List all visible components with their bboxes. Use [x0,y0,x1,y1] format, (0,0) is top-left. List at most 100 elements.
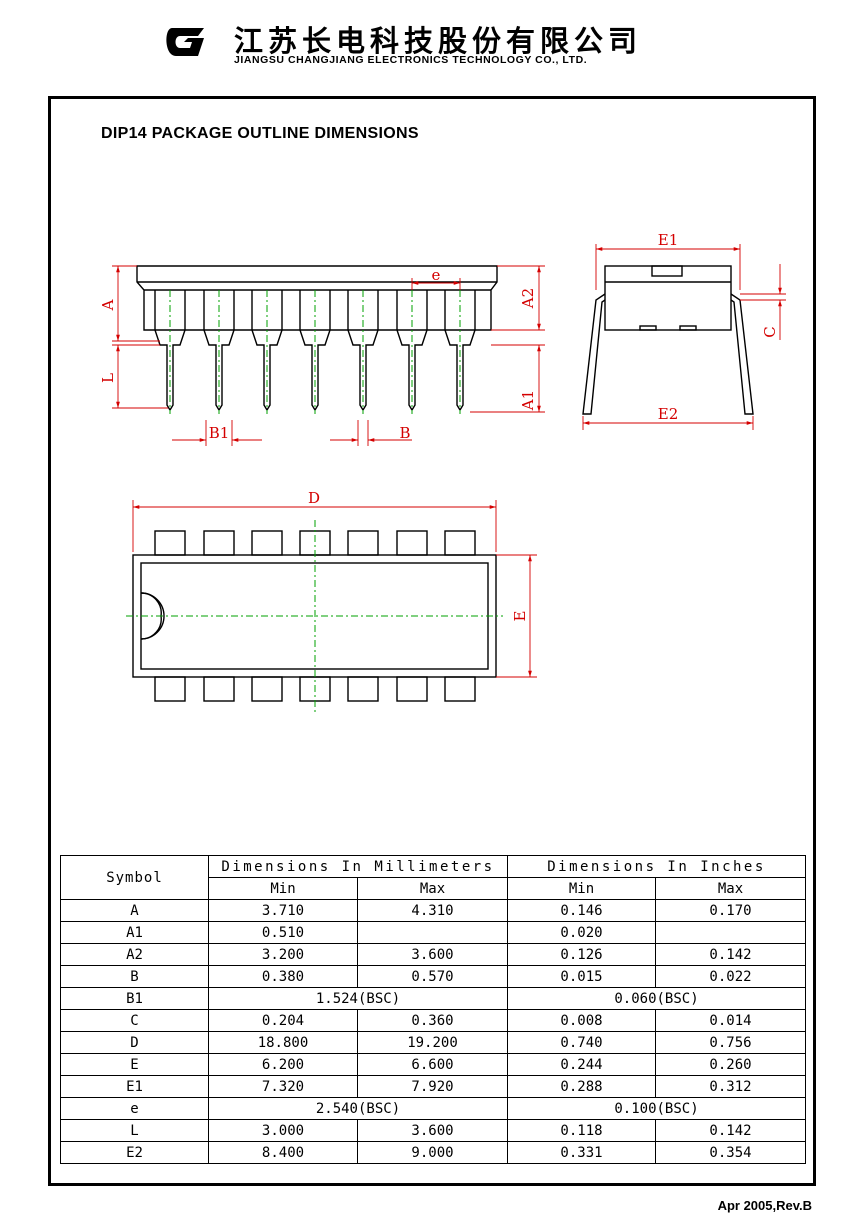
cell-in-bsc: 0.060(BSC) [506,987,807,1010]
top-pin [203,530,235,556]
cell-mm-bsc: 1.524(BSC) [208,987,508,1010]
cell-mm-min: 3.710 [208,899,358,922]
company-name-english: JIANGSU CHANGJIANG ELECTRONICS TECHNOLOG… [234,54,588,66]
top-pin [347,676,379,702]
mm-max-header: Max [357,877,508,900]
cell-in-max: 0.142 [654,1119,807,1142]
cell-in-max: 0.354 [654,1141,807,1164]
top-pin [396,530,428,556]
cell-mm-max: 0.570 [357,965,508,988]
cell-in-max [654,921,807,944]
cell-symbol: E1 [60,1075,209,1098]
cell-in-max: 0.170 [654,899,807,922]
label-d: D [308,489,320,507]
cell-mm-min: 0.380 [208,965,358,988]
cell-mm-max: 0.360 [357,1009,508,1032]
dimensions-table: Symbol Dimensions In Millimeters Dimensi… [60,855,807,1164]
mm-header: Dimensions In Millimeters [208,855,508,878]
cell-mm-bsc: 2.540(BSC) [208,1097,508,1120]
package-drawing: A L A2 A1 e B1 B E1 E2 C [99,231,786,712]
side-view [136,265,498,412]
cell-in-max: 0.312 [654,1075,807,1098]
end-view [582,265,754,415]
cell-mm-min: 8.400 [208,1141,358,1164]
label-e: E [511,611,529,622]
label-a1: A1 [519,390,537,411]
cell-mm-min: 3.200 [208,943,358,966]
cell-symbol: E [60,1053,209,1076]
revision-footer: Apr 2005,Rev.B [717,1198,812,1213]
cell-in-bsc: 0.100(BSC) [506,1097,807,1120]
cell-in-max: 0.260 [654,1053,807,1076]
cell-mm-min: 0.204 [208,1009,358,1032]
drawing-frame [48,96,816,1186]
cell-symbol: e [60,1097,209,1120]
label-b1: B1 [209,424,230,442]
cell-mm-max: 3.600 [357,943,508,966]
cell-in-min: 0.288 [507,1075,656,1098]
cell-in-min: 0.020 [507,921,656,944]
cell-mm-min: 7.320 [208,1075,358,1098]
in-min-header: Min [507,877,656,900]
top-pin [444,676,476,702]
cell-symbol: E2 [60,1141,209,1164]
top-pin [347,530,379,556]
cell-symbol: B1 [60,987,209,1010]
cell-mm-max: 4.310 [357,899,508,922]
label-l: L [99,373,117,383]
cell-symbol: A1 [60,921,209,944]
page-title: DIP14 PACKAGE OUTLINE DIMENSIONS [101,125,419,142]
cell-mm-min: 18.800 [208,1031,358,1054]
cell-in-min: 0.146 [507,899,656,922]
cell-symbol: A [60,899,209,922]
symbol-header: Symbol [60,855,209,900]
company-header: 江苏长电科技股份有限公司 JIANGSU CHANGJIANG ELECTRON… [160,18,740,68]
cell-symbol: C [60,1009,209,1032]
cell-in-min: 0.118 [507,1119,656,1142]
top-pin [154,676,186,702]
cell-in-min: 0.244 [507,1053,656,1076]
mm-min-header: Min [208,877,358,900]
cell-mm-max: 3.600 [357,1119,508,1142]
cell-symbol: D [60,1031,209,1054]
label-e2: E2 [658,405,679,423]
side-body-top [136,265,498,331]
cell-in-max: 0.756 [654,1031,807,1054]
cell-mm-min: 3.000 [208,1119,358,1142]
top-pin [444,530,476,556]
top-pin [251,530,283,556]
label-b: B [399,424,410,442]
label-a2: A2 [519,288,537,309]
top-pin [396,676,428,702]
label-e1: E1 [658,231,679,249]
label-c: C [761,326,779,337]
cell-in-min: 0.331 [507,1141,656,1164]
cell-in-min: 0.740 [507,1031,656,1054]
top-pin [251,676,283,702]
cell-mm-max: 19.200 [357,1031,508,1054]
cell-mm-min: 0.510 [208,921,358,944]
cell-mm-max: 7.920 [357,1075,508,1098]
cell-symbol: A2 [60,943,209,966]
label-a: A [99,299,117,311]
label-e-pitch: e [432,266,441,284]
cell-in-max: 0.014 [654,1009,807,1032]
company-name-chinese: 江苏长电科技股份有限公司 [234,24,643,58]
cell-mm-max: 9.000 [357,1141,508,1164]
inch-header: Dimensions In Inches [506,855,807,878]
cell-in-min: 0.015 [507,965,656,988]
cell-in-min: 0.126 [507,943,656,966]
cell-mm-min: 6.200 [208,1053,358,1076]
cell-mm-max: 6.600 [357,1053,508,1076]
